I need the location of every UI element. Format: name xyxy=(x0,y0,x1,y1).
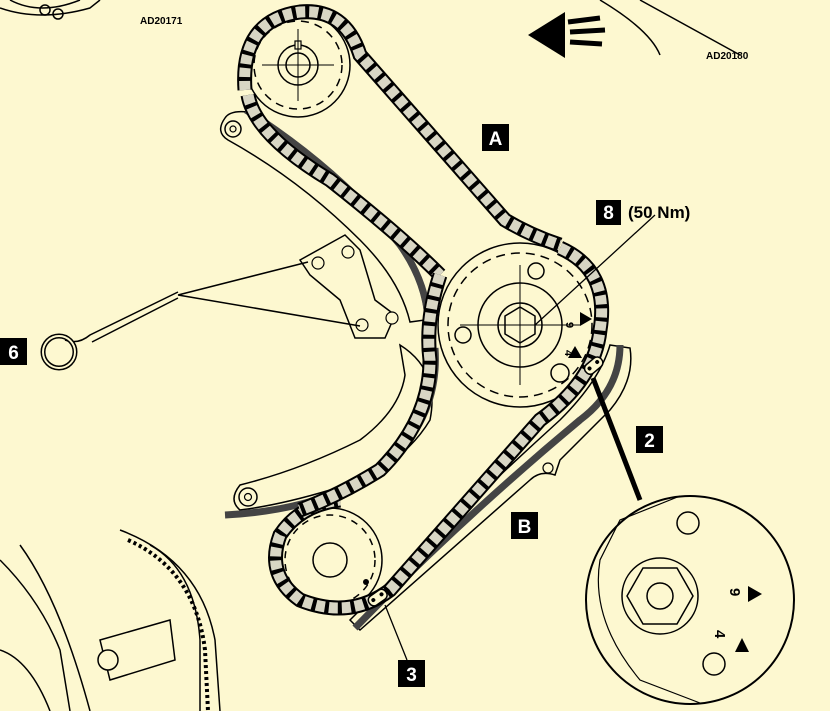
callout-6: 6 xyxy=(0,338,27,365)
sprocket-mark-9: 9 xyxy=(563,322,575,328)
callout-2: 2 xyxy=(636,426,663,453)
callout-3: 3 xyxy=(398,660,425,687)
timing-mark-arrow-9 xyxy=(580,312,592,326)
callout-a: A xyxy=(482,124,509,151)
leader-line-detail xyxy=(590,377,643,501)
detail-mark-4: 4 xyxy=(711,630,728,639)
timing-chain-a xyxy=(237,4,563,281)
detail-mark-9: 9 xyxy=(726,588,743,596)
torque-spec: (50 Nm) xyxy=(628,203,690,222)
reference-code-left: AD20171 xyxy=(140,16,183,27)
tensioner-bracket xyxy=(298,234,399,339)
chain-link-pin-2 xyxy=(583,356,604,375)
svg-text:6: 6 xyxy=(8,343,19,364)
leader-line-3 xyxy=(384,604,408,661)
leader-line-torque xyxy=(534,214,656,326)
upper-chain-guide xyxy=(219,107,432,323)
svg-text:8: 8 xyxy=(603,203,614,224)
flywheel-partial xyxy=(0,529,221,711)
sprocket-mark-4: 4 xyxy=(562,350,574,357)
svg-text:3: 3 xyxy=(406,665,417,686)
svg-text:B: B xyxy=(518,517,532,538)
locking-pin-icon xyxy=(40,261,361,371)
detail-view-sprocket xyxy=(585,495,795,705)
svg-text:2: 2 xyxy=(644,431,655,452)
arrow-left-icon xyxy=(528,0,741,58)
callout-b: B xyxy=(511,512,538,539)
corner-detail-top-left xyxy=(0,0,101,20)
timing-mark-arrow-4 xyxy=(568,346,582,358)
svg-text:A: A xyxy=(489,129,503,150)
intermediate-sprocket xyxy=(437,242,603,408)
callout-8: 8 xyxy=(596,200,621,225)
chain-link-pin-3 xyxy=(367,588,388,607)
reference-code-right: AD20180 xyxy=(706,51,749,62)
